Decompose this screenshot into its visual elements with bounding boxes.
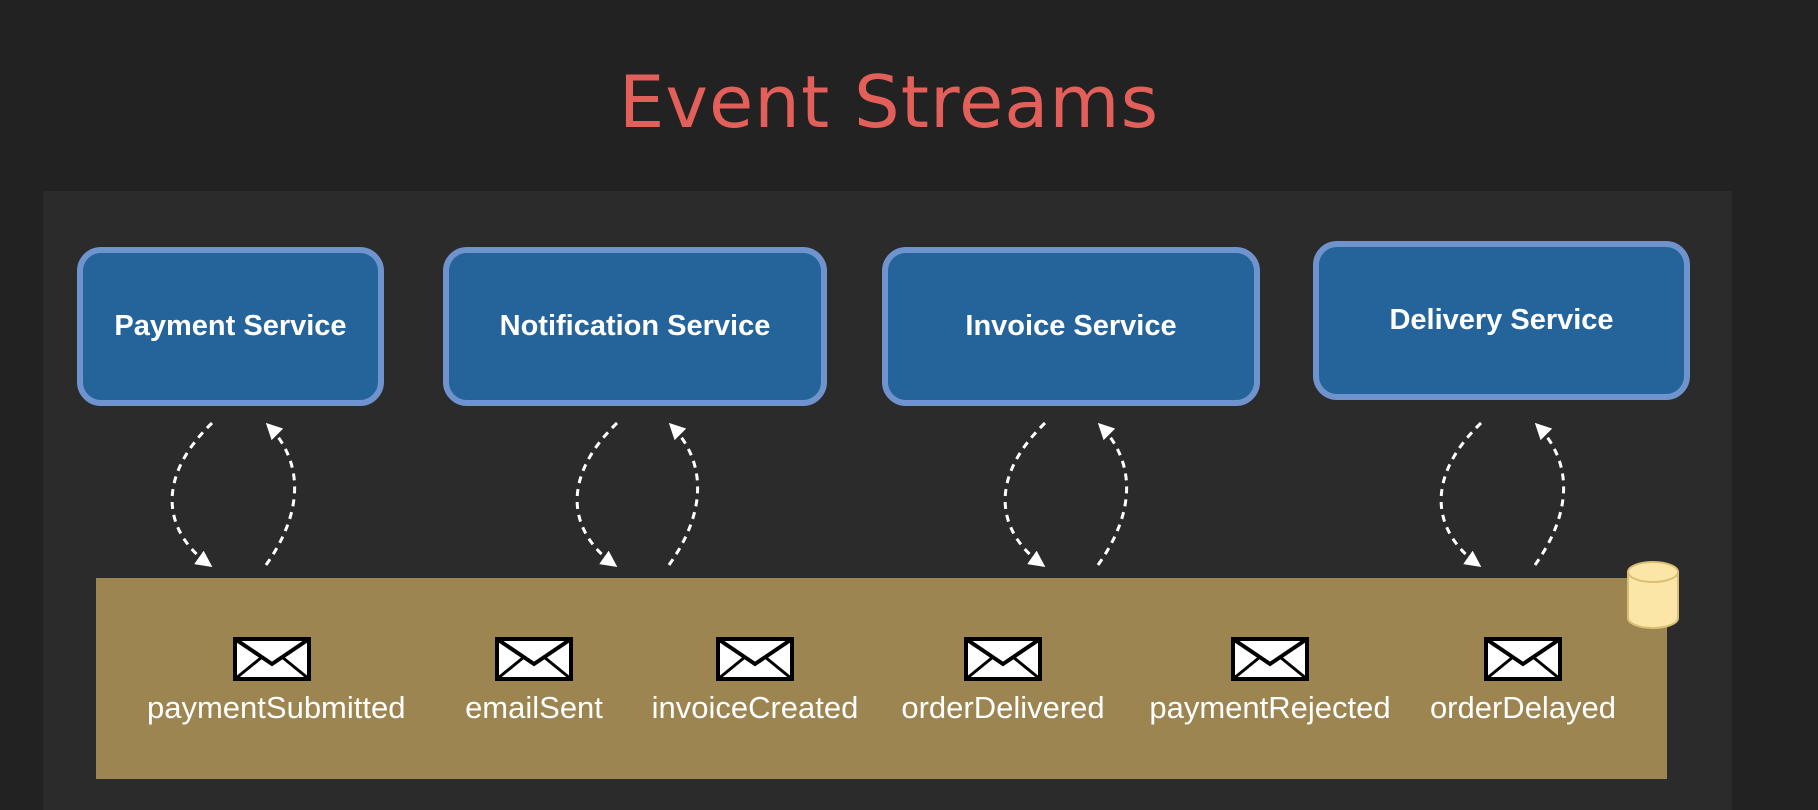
delivery-service-box: Delivery Service	[1313, 241, 1690, 400]
page-title: Event Streams	[618, 60, 1160, 144]
service-label: Delivery Service	[1389, 304, 1614, 336]
event-stream-bar	[96, 578, 1667, 779]
event-item: paymentSubmitted	[147, 636, 406, 726]
notification-service-box: Notification Service	[443, 247, 827, 406]
publish-arrow	[1096, 422, 1128, 566]
event-label: paymentRejected	[1149, 690, 1391, 725]
envelope-icon	[233, 637, 311, 681]
service-label: Notification Service	[499, 310, 771, 342]
envelope-icon	[716, 637, 794, 681]
subscribe-arrow	[575, 421, 619, 568]
publish-arrow	[264, 422, 296, 566]
subscribe-arrow	[170, 421, 214, 568]
envelope-icon	[1484, 637, 1562, 681]
subscribe-arrow	[1439, 421, 1483, 568]
payment-service-box: Payment Service	[77, 247, 384, 406]
event-label: orderDelayed	[1429, 690, 1617, 725]
subscribe-arrow	[1003, 421, 1047, 568]
service-label: Payment Service	[114, 310, 347, 342]
event-item: orderDelivered	[878, 636, 1128, 726]
event-label: invoiceCreated	[651, 690, 859, 725]
event-label: orderDelivered	[901, 690, 1105, 725]
event-label: emailSent	[465, 690, 603, 725]
envelope-icon	[1231, 637, 1309, 681]
event-label: paymentSubmitted	[147, 690, 406, 725]
envelope-icon	[495, 637, 573, 681]
event-item: orderDelayed	[1398, 636, 1648, 726]
event-item: invoiceCreated	[630, 636, 880, 726]
publish-arrow	[1533, 422, 1565, 566]
invoice-service-box: Invoice Service	[882, 247, 1260, 406]
database-icon	[1627, 561, 1679, 629]
publish-arrow	[667, 422, 699, 566]
event-item: paymentRejected	[1145, 636, 1395, 726]
envelope-icon	[964, 637, 1042, 681]
service-label: Invoice Service	[965, 310, 1177, 342]
event-item: emailSent	[409, 636, 659, 726]
